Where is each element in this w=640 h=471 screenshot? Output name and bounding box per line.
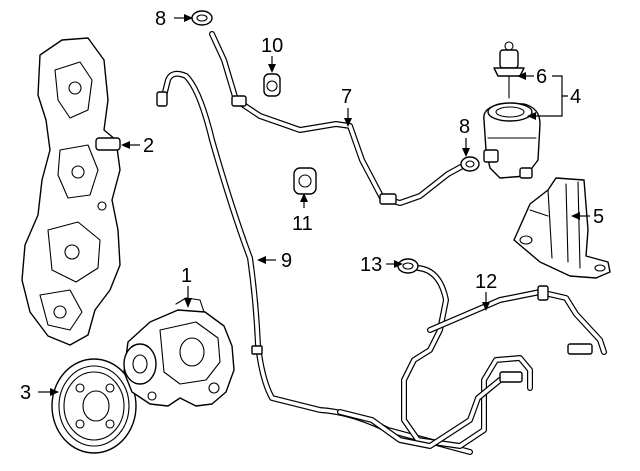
callout-9: 9 xyxy=(281,250,292,272)
pressure-hose[interactable] xyxy=(156,70,473,455)
callout-11: 11 xyxy=(292,213,313,235)
power-steering-pump[interactable] xyxy=(123,297,235,407)
mounting-bracket[interactable] xyxy=(21,37,121,346)
callout-1: 1 xyxy=(181,265,192,287)
callout-2: 2 xyxy=(143,135,154,157)
callout-7: 7 xyxy=(341,86,352,108)
callout-12: 12 xyxy=(475,271,497,293)
suction-hose[interactable] xyxy=(209,31,473,206)
hose-clamp[interactable] xyxy=(191,10,213,26)
hose-clamp[interactable] xyxy=(460,156,480,172)
hose-clip[interactable] xyxy=(263,73,281,97)
hose-clamp[interactable] xyxy=(397,258,419,274)
leader-lines xyxy=(38,14,590,396)
callout-10: 10 xyxy=(261,35,283,57)
return-hose[interactable] xyxy=(337,265,607,449)
callout-8-top: 8 xyxy=(155,8,166,30)
callout-8-right: 8 xyxy=(459,116,470,138)
hose-clip[interactable] xyxy=(293,167,317,195)
reservoir[interactable] xyxy=(483,102,541,179)
callout-13: 13 xyxy=(360,254,382,276)
pulley[interactable] xyxy=(51,358,137,454)
callout-3: 3 xyxy=(20,382,31,404)
callout-5: 5 xyxy=(593,206,604,228)
callout-labels: 1 2 3 4 5 6 7 8 8 9 10 11 12 13 xyxy=(20,8,604,404)
callout-6: 6 xyxy=(536,66,547,88)
reservoir-bracket[interactable] xyxy=(513,177,611,279)
callout-4: 4 xyxy=(570,86,581,108)
reservoir-cap[interactable] xyxy=(493,41,525,99)
